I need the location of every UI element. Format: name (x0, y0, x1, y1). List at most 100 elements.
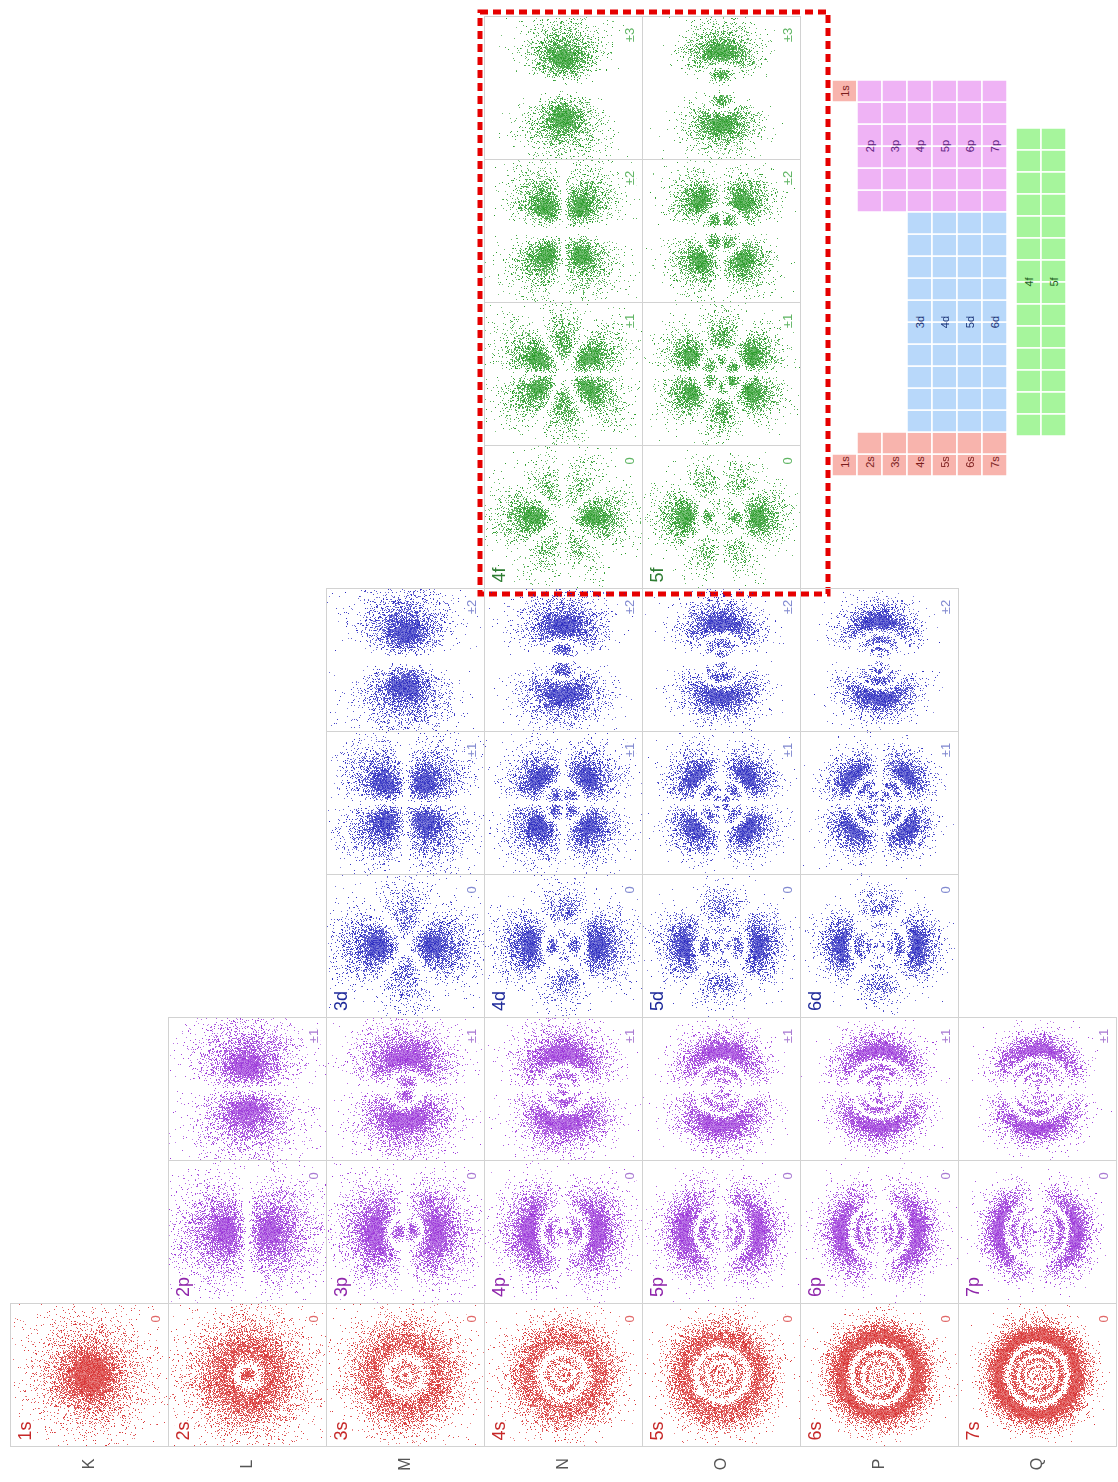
orbital-cloud (801, 1018, 958, 1160)
orbital-cell: ±1 (958, 1017, 1117, 1161)
shell-letter: N (554, 1458, 572, 1470)
inset-cell (932, 344, 957, 366)
orbital-cell: ±1 (484, 302, 643, 446)
magnetic-number: ±3 (781, 27, 795, 43)
inset-cell (982, 278, 1007, 300)
orbital-label: 7p (964, 1276, 984, 1298)
orbital-cell: 5s0 (642, 1303, 801, 1447)
inset-cell (857, 190, 882, 212)
block-label: 7p (988, 140, 1000, 152)
inset-cell (957, 102, 982, 124)
inset-cell (982, 388, 1007, 410)
block-label: 6s (963, 456, 975, 468)
orbital-cell: ±2 (326, 588, 485, 732)
orbital-cloud (169, 1018, 326, 1160)
orbital-label: 5f (648, 566, 668, 583)
magnetic-number: ±1 (781, 313, 795, 329)
inset-cell (982, 344, 1007, 366)
orbital-cell: 5p0 (642, 1160, 801, 1304)
magnetic-number: ±1 (1097, 1028, 1111, 1044)
inset-cell (907, 410, 932, 432)
inset-cell (857, 432, 882, 454)
orbital-cell: ±2 (484, 159, 643, 303)
inset-cell (1016, 414, 1041, 436)
inset-cell (1016, 370, 1041, 392)
inset-cell (982, 212, 1007, 234)
orbital-label: 1s (16, 1420, 36, 1441)
magnetic-number: ±2 (939, 599, 953, 615)
magnetic-number: ±1 (781, 1028, 795, 1044)
orbital-cell: ±1 (484, 731, 643, 875)
inset-cell (1041, 128, 1066, 150)
inset-cell (932, 168, 957, 190)
orbital-cell: 6s0 (800, 1303, 959, 1447)
inset-cell (907, 388, 932, 410)
orbital-label: 3p (332, 1276, 352, 1298)
inset-cell (882, 80, 907, 102)
inset-cell (932, 212, 957, 234)
orbital-label: 2s (174, 1420, 194, 1441)
orbital-cell: 6p0 (800, 1160, 959, 1304)
block-label: 1s (838, 456, 850, 468)
orbital-label: 3d (332, 990, 352, 1012)
orbital-cell: 3s0 (326, 1303, 485, 1447)
magnetic-number: 0 (781, 885, 795, 894)
block-label: 7s (988, 456, 1000, 468)
inset-cell (982, 234, 1007, 256)
inset-cell (1041, 238, 1066, 260)
orbital-cloud (801, 589, 958, 731)
inset-cell (1016, 348, 1041, 370)
inset-cell (957, 344, 982, 366)
inset-cell (982, 102, 1007, 124)
magnetic-number: 0 (465, 1171, 479, 1180)
inset-cell (957, 454, 982, 476)
block-label: 6p (963, 140, 975, 152)
block-label: 3s (888, 456, 900, 468)
inset-cell (1016, 216, 1041, 238)
inset-cell (907, 366, 932, 388)
inset-cell (932, 80, 957, 102)
inset-cell (982, 410, 1007, 432)
magnetic-number: ±1 (465, 1028, 479, 1044)
block-label: 6d (988, 316, 1000, 328)
inset-cell (1041, 370, 1066, 392)
magnetic-number: ±1 (939, 742, 953, 758)
block-label: 4d (938, 316, 950, 328)
block-label: 4f (1022, 277, 1034, 286)
shell-letter: P (870, 1459, 888, 1470)
orbital-label: 4p (490, 1276, 510, 1298)
inset-cell (1016, 392, 1041, 414)
shell-letter: O (712, 1458, 730, 1470)
magnetic-number: 0 (781, 1314, 795, 1323)
block-label: 5p (938, 140, 950, 152)
magnetic-number: ±2 (623, 599, 637, 615)
inset-cell (932, 366, 957, 388)
inset-cell (907, 256, 932, 278)
orbital-label: 4d (490, 990, 510, 1012)
orbital-cloud (643, 303, 800, 445)
block-label: 5s (938, 456, 950, 468)
orbital-cell: 5d0 (642, 874, 801, 1018)
orbital-cell: ±1 (326, 1017, 485, 1161)
magnetic-number: 0 (781, 1171, 795, 1180)
orbital-cell: 4s0 (484, 1303, 643, 1447)
inset-cell (932, 234, 957, 256)
orbital-cell: 4p 0 (484, 1160, 643, 1304)
inset-cell (882, 168, 907, 190)
magnetic-number: 0 (623, 1171, 637, 1180)
orbital-cell: ±1 (800, 1017, 959, 1161)
orbital-cloud (643, 160, 800, 302)
inset-cell (932, 432, 957, 454)
orbital-label: 4s (490, 1420, 510, 1441)
inset-cell (907, 344, 932, 366)
orbital-label: 6p (806, 1276, 826, 1298)
inset-cell (1016, 238, 1041, 260)
orbital-cell: 6d0 (800, 874, 959, 1018)
magnetic-number: ±2 (465, 599, 479, 615)
orbital-cell: ±2 (484, 588, 643, 732)
orbital-cloud (485, 17, 642, 159)
inset-cell (1016, 304, 1041, 326)
inset-cell (907, 190, 932, 212)
inset-cell (957, 432, 982, 454)
